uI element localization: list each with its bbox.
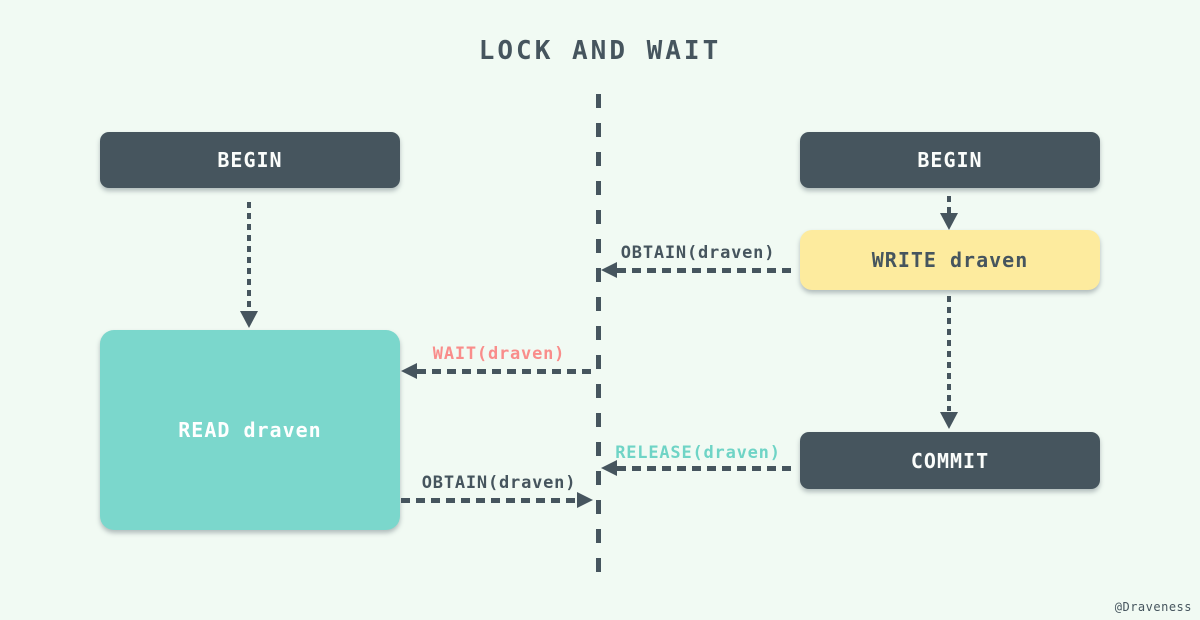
- arrowhead-left-icon: [401, 363, 417, 379]
- message-release-line: [617, 466, 795, 471]
- node-commit-label: COMMIT: [910, 448, 990, 473]
- connector-begin-to-write: [947, 196, 951, 214]
- arrowhead-down-icon: [240, 311, 258, 328]
- node-begin-left: BEGIN: [100, 132, 400, 188]
- message-wait-line: [417, 369, 594, 374]
- node-begin-right: BEGIN: [800, 132, 1100, 188]
- node-read-draven-label: READ draven: [178, 418, 322, 442]
- diagram-title: LOCK AND WAIT: [478, 36, 722, 66]
- node-begin-left-label: BEGIN: [217, 148, 283, 172]
- lock-lifeline: [596, 94, 601, 586]
- connector-write-to-commit: [947, 296, 951, 411]
- arrowhead-right-icon: [577, 492, 593, 508]
- arrowhead-left-icon: [601, 262, 617, 278]
- arrowhead-down-icon: [940, 412, 958, 429]
- message-obtain-read-line: [401, 498, 577, 503]
- arrowhead-down-icon: [940, 213, 958, 230]
- node-begin-right-label: BEGIN: [917, 148, 983, 172]
- message-obtain-write-label: OBTAIN(draven): [620, 243, 776, 263]
- author-watermark: @Draveness: [1114, 600, 1192, 614]
- node-write-draven-label: WRITE draven: [871, 248, 1029, 272]
- arrowhead-left-icon: [601, 460, 617, 476]
- connector-begin-to-read: [247, 202, 251, 310]
- message-obtain-write-line: [617, 268, 795, 273]
- message-release-label: RELEASE(draven): [615, 443, 781, 463]
- node-read-draven: READ draven: [100, 330, 400, 530]
- node-write-draven: WRITE draven: [800, 230, 1100, 290]
- message-obtain-read-label: OBTAIN(draven): [421, 473, 577, 493]
- node-commit: COMMIT: [800, 432, 1100, 489]
- message-wait-label: WAIT(draven): [432, 344, 566, 364]
